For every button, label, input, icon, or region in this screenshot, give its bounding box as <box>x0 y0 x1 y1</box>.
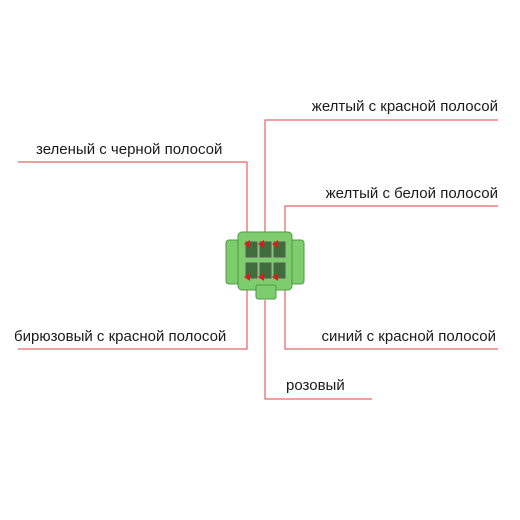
label-bottom: розовый <box>286 377 345 394</box>
pin-marker-3 <box>272 240 278 248</box>
pin-cavity-5 <box>259 262 272 279</box>
pin-cavity-4 <box>245 262 258 279</box>
pin-cavity-1 <box>245 241 258 258</box>
leader-bottom <box>264 300 372 400</box>
connector-latch <box>255 284 277 300</box>
leader-top-right <box>264 119 498 240</box>
pin-marker-2 <box>258 240 264 248</box>
label-lower-left: бирюзовый с красной полосой <box>14 328 227 345</box>
leader-upper-left <box>18 161 248 240</box>
label-middle-right: желтый с белой полосой <box>325 185 498 202</box>
connector-housing <box>237 231 293 291</box>
leader-lower-left <box>18 280 248 350</box>
pin-cavity-2 <box>259 241 272 258</box>
pin-marker-5 <box>258 273 264 281</box>
pin-marker-1 <box>244 240 250 248</box>
leader-middle-right <box>284 205 498 240</box>
leader-lines <box>18 119 498 400</box>
leader-lower-right <box>284 280 498 350</box>
pin-cavity-3 <box>273 241 286 258</box>
label-lower-right: синий с красной полосой <box>321 328 496 345</box>
label-upper-left: зеленый с черной полосой <box>36 141 223 158</box>
pin-cavity-6 <box>273 262 286 279</box>
pin-marker-6 <box>272 273 278 281</box>
label-top-right: желтый с красной полосой <box>311 98 498 115</box>
pin-marker-4 <box>244 273 250 281</box>
connector <box>225 231 305 300</box>
